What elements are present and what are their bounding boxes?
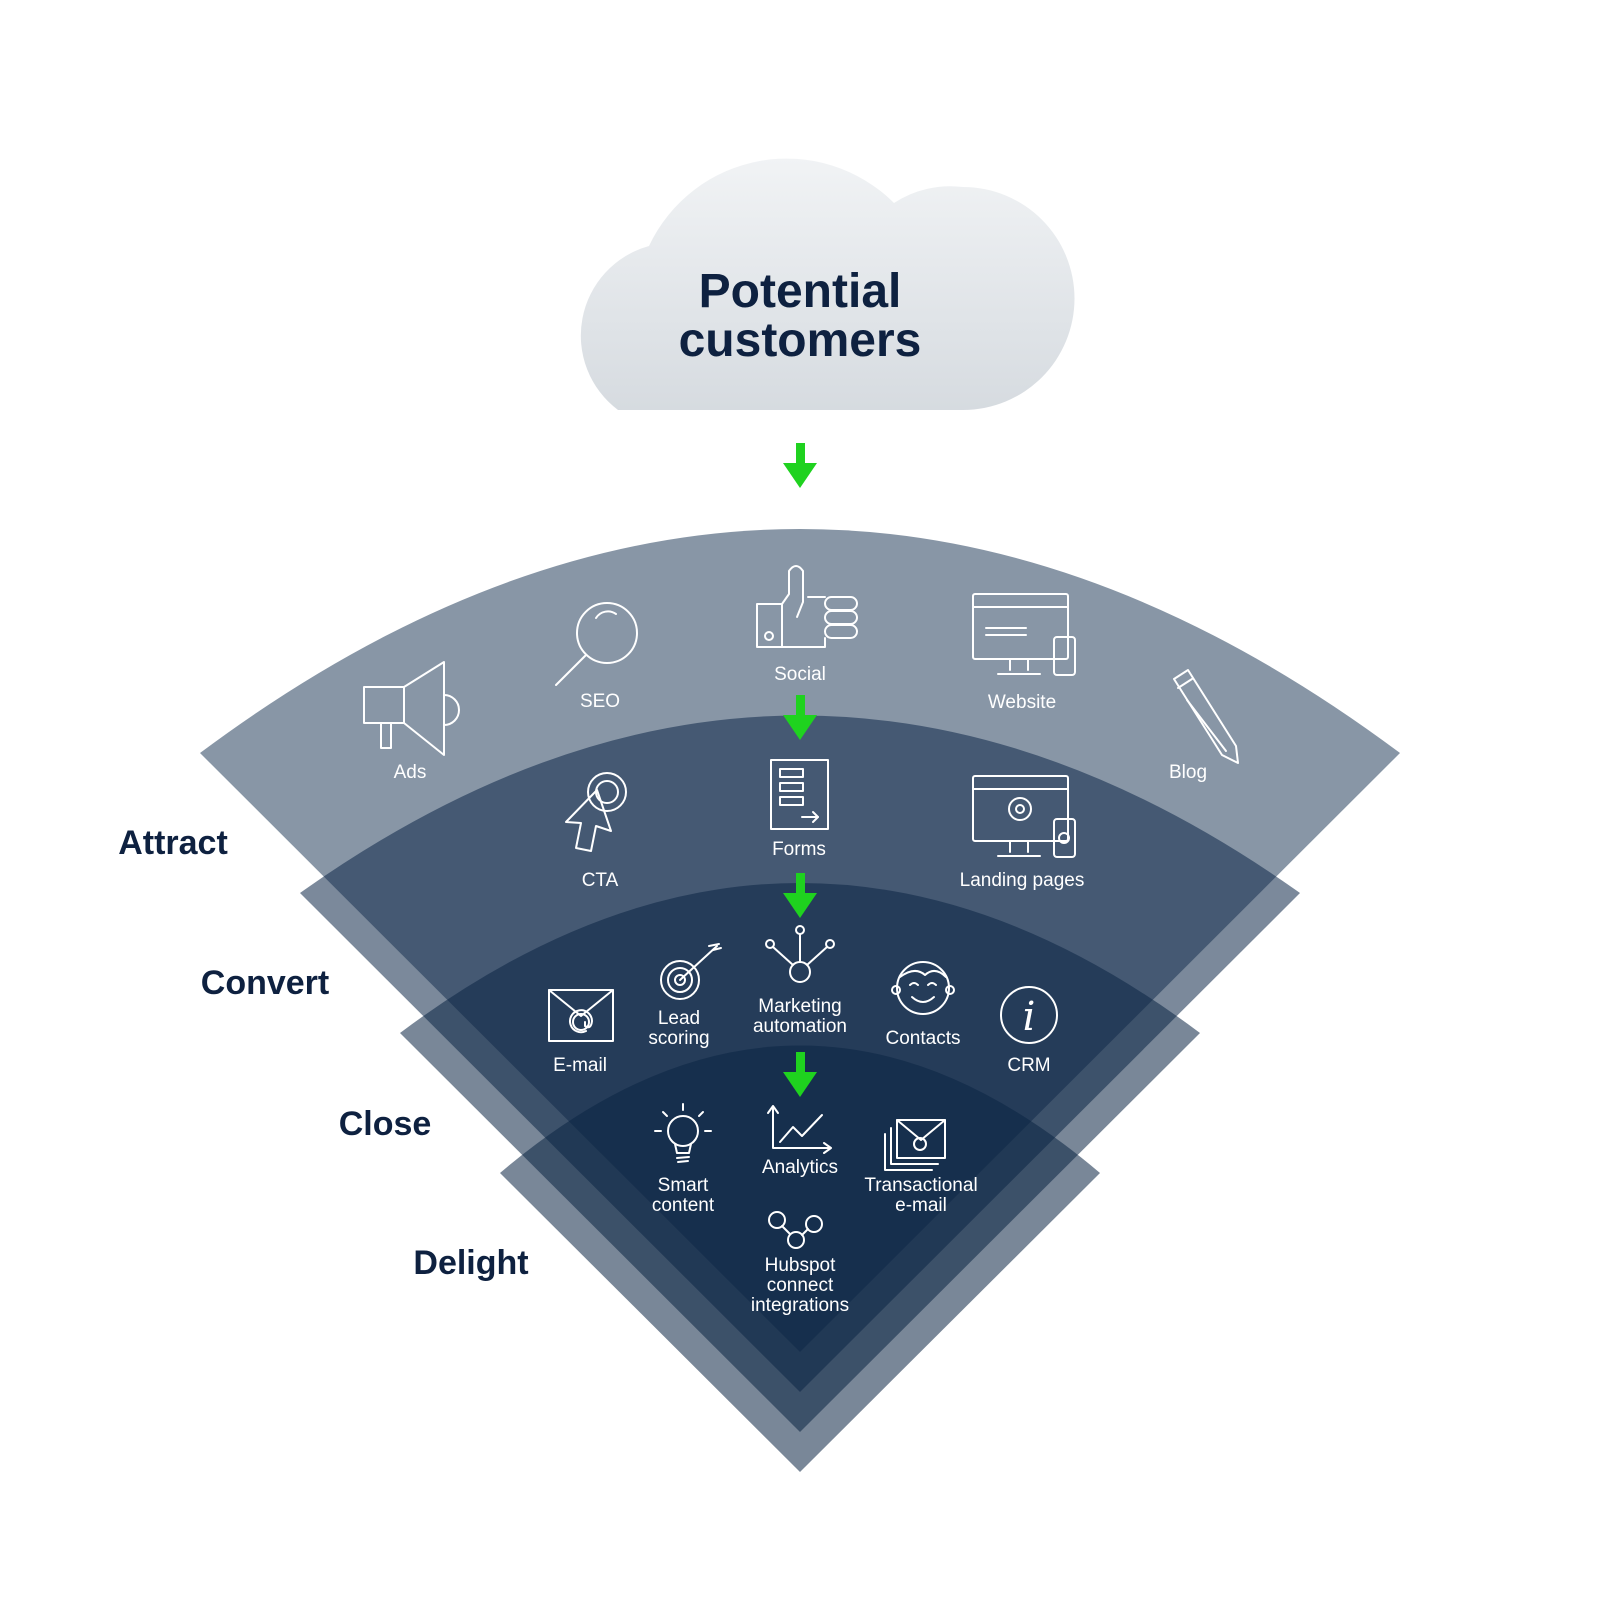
tool-ads: Ads [363,661,460,783]
cloud-title-line-1: Potential [699,265,902,318]
smiley-face-icon [891,961,955,1015]
tool-hubspot: Hubspot connect integrations [751,1211,849,1316]
tool-label-transactional-email-2: e-mail [895,1195,947,1216]
tool-label-hubspot-2: connect [767,1275,834,1296]
tool-email: E-mail [548,989,614,1076]
tool-smart-content: Smart content [652,1103,715,1216]
tool-label-contacts: Contacts [886,1028,961,1049]
pencil-icon [1173,669,1239,764]
tool-marketing-automation: Marketing automation [753,925,847,1037]
tool-label-smart-content-1: Smart [658,1175,709,1196]
tool-label-lead-scoring-2: scoring [648,1028,709,1049]
target-arrow-icon [660,943,722,1000]
cloud-title-line-2: customers [679,314,922,367]
tool-label-hubspot-1: Hubspot [765,1255,836,1276]
stage-label-delight: Delight [413,1244,528,1282]
tool-transactional-email: Transactional e-mail [864,1119,978,1216]
monitor-target-icon [972,775,1076,858]
tool-crm: i CRM [1000,986,1058,1076]
tool-label-ads: Ads [394,762,427,783]
tool-label-cta: CTA [582,870,619,891]
flow-arrows [783,443,817,1097]
megaphone-icon [363,661,460,756]
tool-label-smart-content-2: content [652,1195,715,1216]
arrow-down-icon [783,443,817,488]
cloud-shape [580,158,1075,410]
layer-delight [500,1045,1100,1472]
envelope-at-icon [548,989,614,1042]
line-chart-icon [767,1105,832,1154]
tool-website: Website [972,593,1076,713]
tool-blog: Blog [1169,669,1239,783]
cloud-potential-customers: Potential customers [580,158,1075,410]
thumbs-up-icon [756,565,858,648]
tool-label-lead-scoring-1: Lead [658,1008,700,1029]
magnifier-icon [555,602,638,686]
tool-contacts: Contacts [886,961,961,1049]
tool-label-email: E-mail [553,1055,607,1076]
tool-label-transactional-email-1: Transactional [864,1175,977,1196]
tool-cta: CTA [565,772,627,891]
lightbulb-icon [654,1103,712,1163]
tool-lead-scoring: Lead scoring [648,943,722,1049]
arrow-down-icon [783,873,817,918]
tool-label-hubspot-3: integrations [751,1295,849,1316]
tool-label-seo: SEO [580,691,620,712]
tool-label-forms: Forms [772,839,826,860]
stage-label-attract: Attract [118,824,228,862]
tool-label-crm: CRM [1007,1055,1050,1076]
monitor-phone-icon [972,593,1076,676]
cursor-click-icon [565,772,627,852]
tool-label-landing-pages: Landing pages [960,870,1085,891]
tool-label-social: Social [774,664,826,685]
info-glyph: i [1023,994,1036,1040]
tool-landing-pages: Landing pages [960,775,1085,891]
tool-seo: SEO [555,602,638,712]
tool-label-marketing-automation-2: automation [753,1016,847,1037]
stacked-envelope-icon [884,1119,946,1171]
arrow-down-icon [783,1052,817,1097]
tool-label-analytics: Analytics [762,1157,838,1178]
arrow-down-icon [783,695,817,740]
tool-social: Social [756,565,858,685]
network-nodes-icon [765,925,835,983]
stage-label-close: Close [339,1105,432,1143]
form-document-icon [770,759,829,830]
info-icon [1000,986,1058,1044]
tool-label-website: Website [988,692,1056,713]
stage-label-convert: Convert [201,964,329,1002]
tool-analytics: Analytics [762,1105,838,1178]
tool-forms: Forms [770,759,829,860]
tool-label-marketing-automation-1: Marketing [758,996,841,1017]
connected-nodes-icon [768,1211,823,1249]
tool-label-blog: Blog [1169,762,1207,783]
